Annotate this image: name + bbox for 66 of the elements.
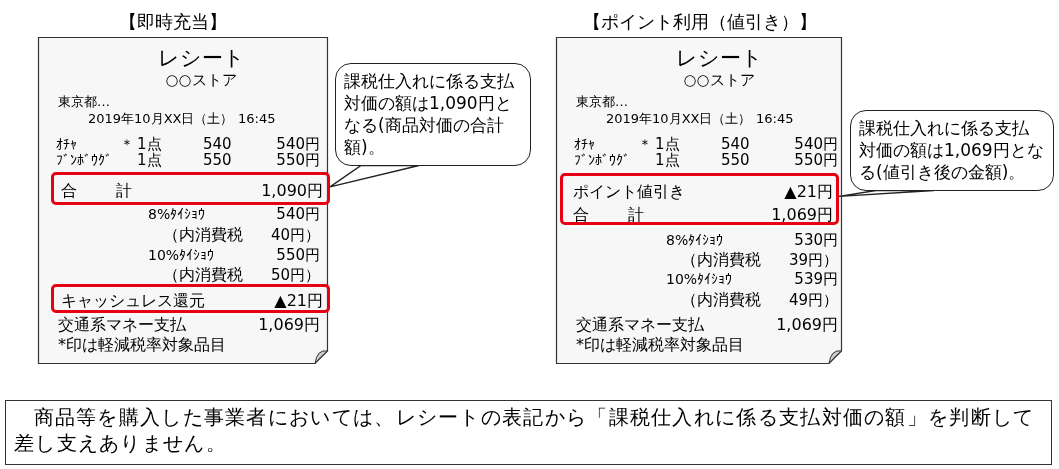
payment-amount: 1,069円 (776, 317, 838, 333)
subtotal-amount: 550円 (276, 247, 320, 263)
quantity: 1点 (655, 136, 680, 152)
quantity: 1点 (137, 152, 162, 168)
consumption-tax-label: （内消費税 (163, 227, 243, 243)
discount-amount: ▲21円 (784, 184, 833, 200)
item-name: ﾌﾞﾝﾎﾞｳｸﾞ (574, 153, 630, 167)
purchase-time: 16:45 (238, 111, 276, 125)
cashless-rebate-label: キャッシュレス還元 (61, 293, 205, 309)
point-discount-label: ポイント値引き (573, 184, 685, 200)
item-amount: 550円 (794, 152, 838, 168)
consumption-tax-amount: 50円） (270, 267, 320, 283)
consumption-tax-label: （内消費税 (681, 292, 761, 308)
consumption-tax-label: （内消費税 (681, 252, 761, 268)
unit-price: 540 (203, 136, 232, 152)
total-label: 合 (573, 207, 589, 223)
item-amount: 540円 (276, 136, 320, 152)
total-label: 計 (116, 183, 132, 199)
total-amount: 1,069円 (771, 207, 833, 223)
total-amount: 1,090円 (261, 183, 323, 199)
quantity: 1点 (137, 136, 162, 152)
subtotal-amount: 530円 (794, 232, 838, 248)
unit-price: 550 (721, 152, 750, 168)
consumption-tax-label: （内消費税 (163, 267, 243, 283)
receipt-title: レシート (675, 47, 763, 69)
section-heading: 【ポイント利用（値引き）】 (583, 13, 817, 31)
payment-amount: 1,069円 (258, 317, 320, 333)
unit-price: 550 (203, 152, 232, 168)
purchase-date: 2019年10月XX日（土） (88, 111, 234, 125)
section-heading: 【即時充当】 (119, 13, 227, 31)
consumption-tax-amount: 40円） (270, 227, 320, 243)
rebate-amount: ▲21円 (274, 293, 323, 309)
item-name: ﾌﾞﾝﾎﾞｳｸﾞ (56, 153, 112, 167)
subtotal-amount: 540円 (276, 206, 320, 222)
highlight-frame (51, 284, 330, 313)
unit-price: 540 (721, 136, 750, 152)
tax-rate-subtotal-label: 8%ﾀｲｼｮｳ (148, 207, 206, 221)
item-name: ｵﾁｬ (56, 137, 77, 151)
item-name: ｵﾁｬ (574, 137, 595, 151)
address: 東京都… (58, 94, 110, 108)
item-amount: 550円 (276, 152, 320, 168)
note-box: 商品等を購入した事業者においては、レシートの表記から「課税仕入れに係る支払対価の額」を判断して差し支えありません。 (5, 400, 1052, 465)
store-name: ○○ストア (683, 72, 755, 88)
payment-method: 交通系マネー支払 (58, 317, 186, 333)
receipt-title: レシート (157, 47, 245, 69)
purchase-date: 2019年10月XX日（土） (606, 111, 752, 125)
reduced-rate-mark: ＊ (120, 137, 134, 151)
footnote: *印は軽減税率対象品目 (576, 337, 744, 353)
quantity: 1点 (655, 152, 680, 168)
store-name: ○○ストア (165, 72, 237, 88)
total-label: 合 (61, 183, 77, 199)
footnote: *印は軽減税率対象品目 (58, 337, 226, 353)
address: 東京都… (576, 94, 628, 108)
tax-rate-subtotal-label: 10%ﾀｲｼｮｳ (666, 272, 733, 286)
tax-rate-subtotal-label: 10%ﾀｲｼｮｳ (148, 248, 215, 262)
reduced-rate-mark: ＊ (638, 137, 652, 151)
subtotal-amount: 539円 (794, 271, 838, 287)
payment-method: 交通系マネー支払 (576, 317, 704, 333)
consumption-tax-amount: 49円） (788, 292, 838, 308)
item-amount: 540円 (794, 136, 838, 152)
total-label: 計 (628, 207, 644, 223)
consumption-tax-amount: 39円） (788, 252, 838, 268)
highlight-frame (51, 172, 330, 205)
tax-rate-subtotal-label: 8%ﾀｲｼｮｳ (666, 233, 724, 247)
highlight-frame (560, 173, 839, 225)
purchase-time: 16:45 (756, 111, 794, 125)
